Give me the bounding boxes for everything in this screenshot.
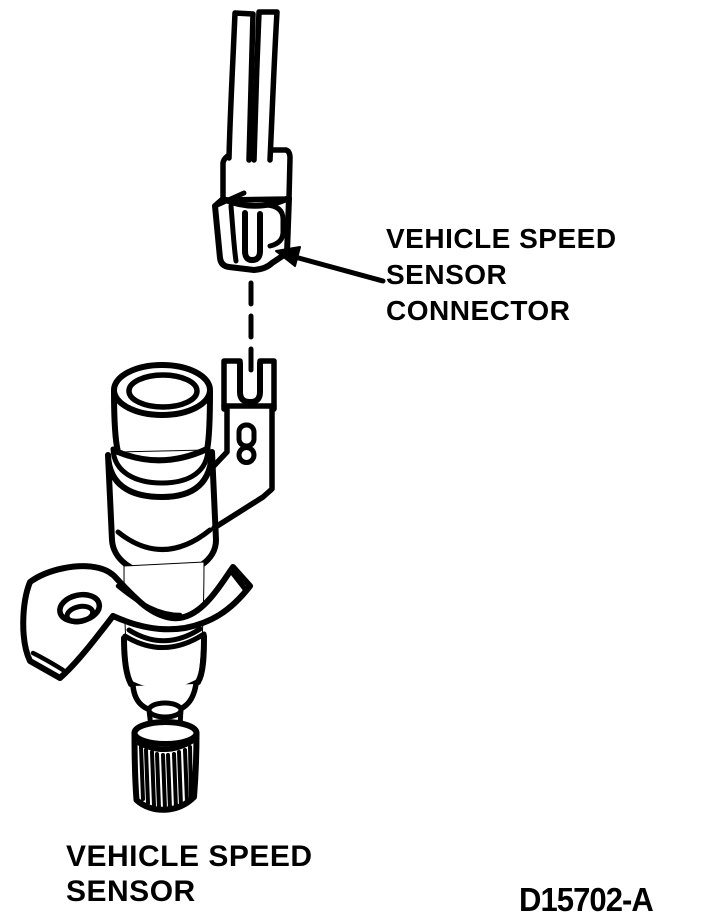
sensor-callout-line1: VEHICLE SPEED [66,840,313,873]
sensor-cap [111,362,213,464]
connector-callout-line3: CONNECTOR [386,295,571,326]
sensor-callout-line2: SENSOR [66,875,196,908]
connector-callout-label: VEHICLE SPEED SENSOR CONNECTOR [386,221,617,329]
callout-arrow [275,246,386,284]
sensor-callout-label: VEHICLE SPEED SENSOR [66,839,313,909]
connector-latch [242,210,263,263]
figure-id-label: D15702-A [519,881,654,918]
mounting-bracket [20,563,253,681]
bracket-hole [57,591,103,625]
sensor-body [105,445,219,696]
sensor-connector-tab [206,358,277,531]
connector-callout-line1: VEHICLE SPEED [386,223,617,254]
connector-callout-line2: SENSOR [386,259,508,290]
vehicle-speed-sensor-connector [212,190,292,273]
speedometer-driven-gear [130,681,200,813]
harness-wires [226,9,280,163]
